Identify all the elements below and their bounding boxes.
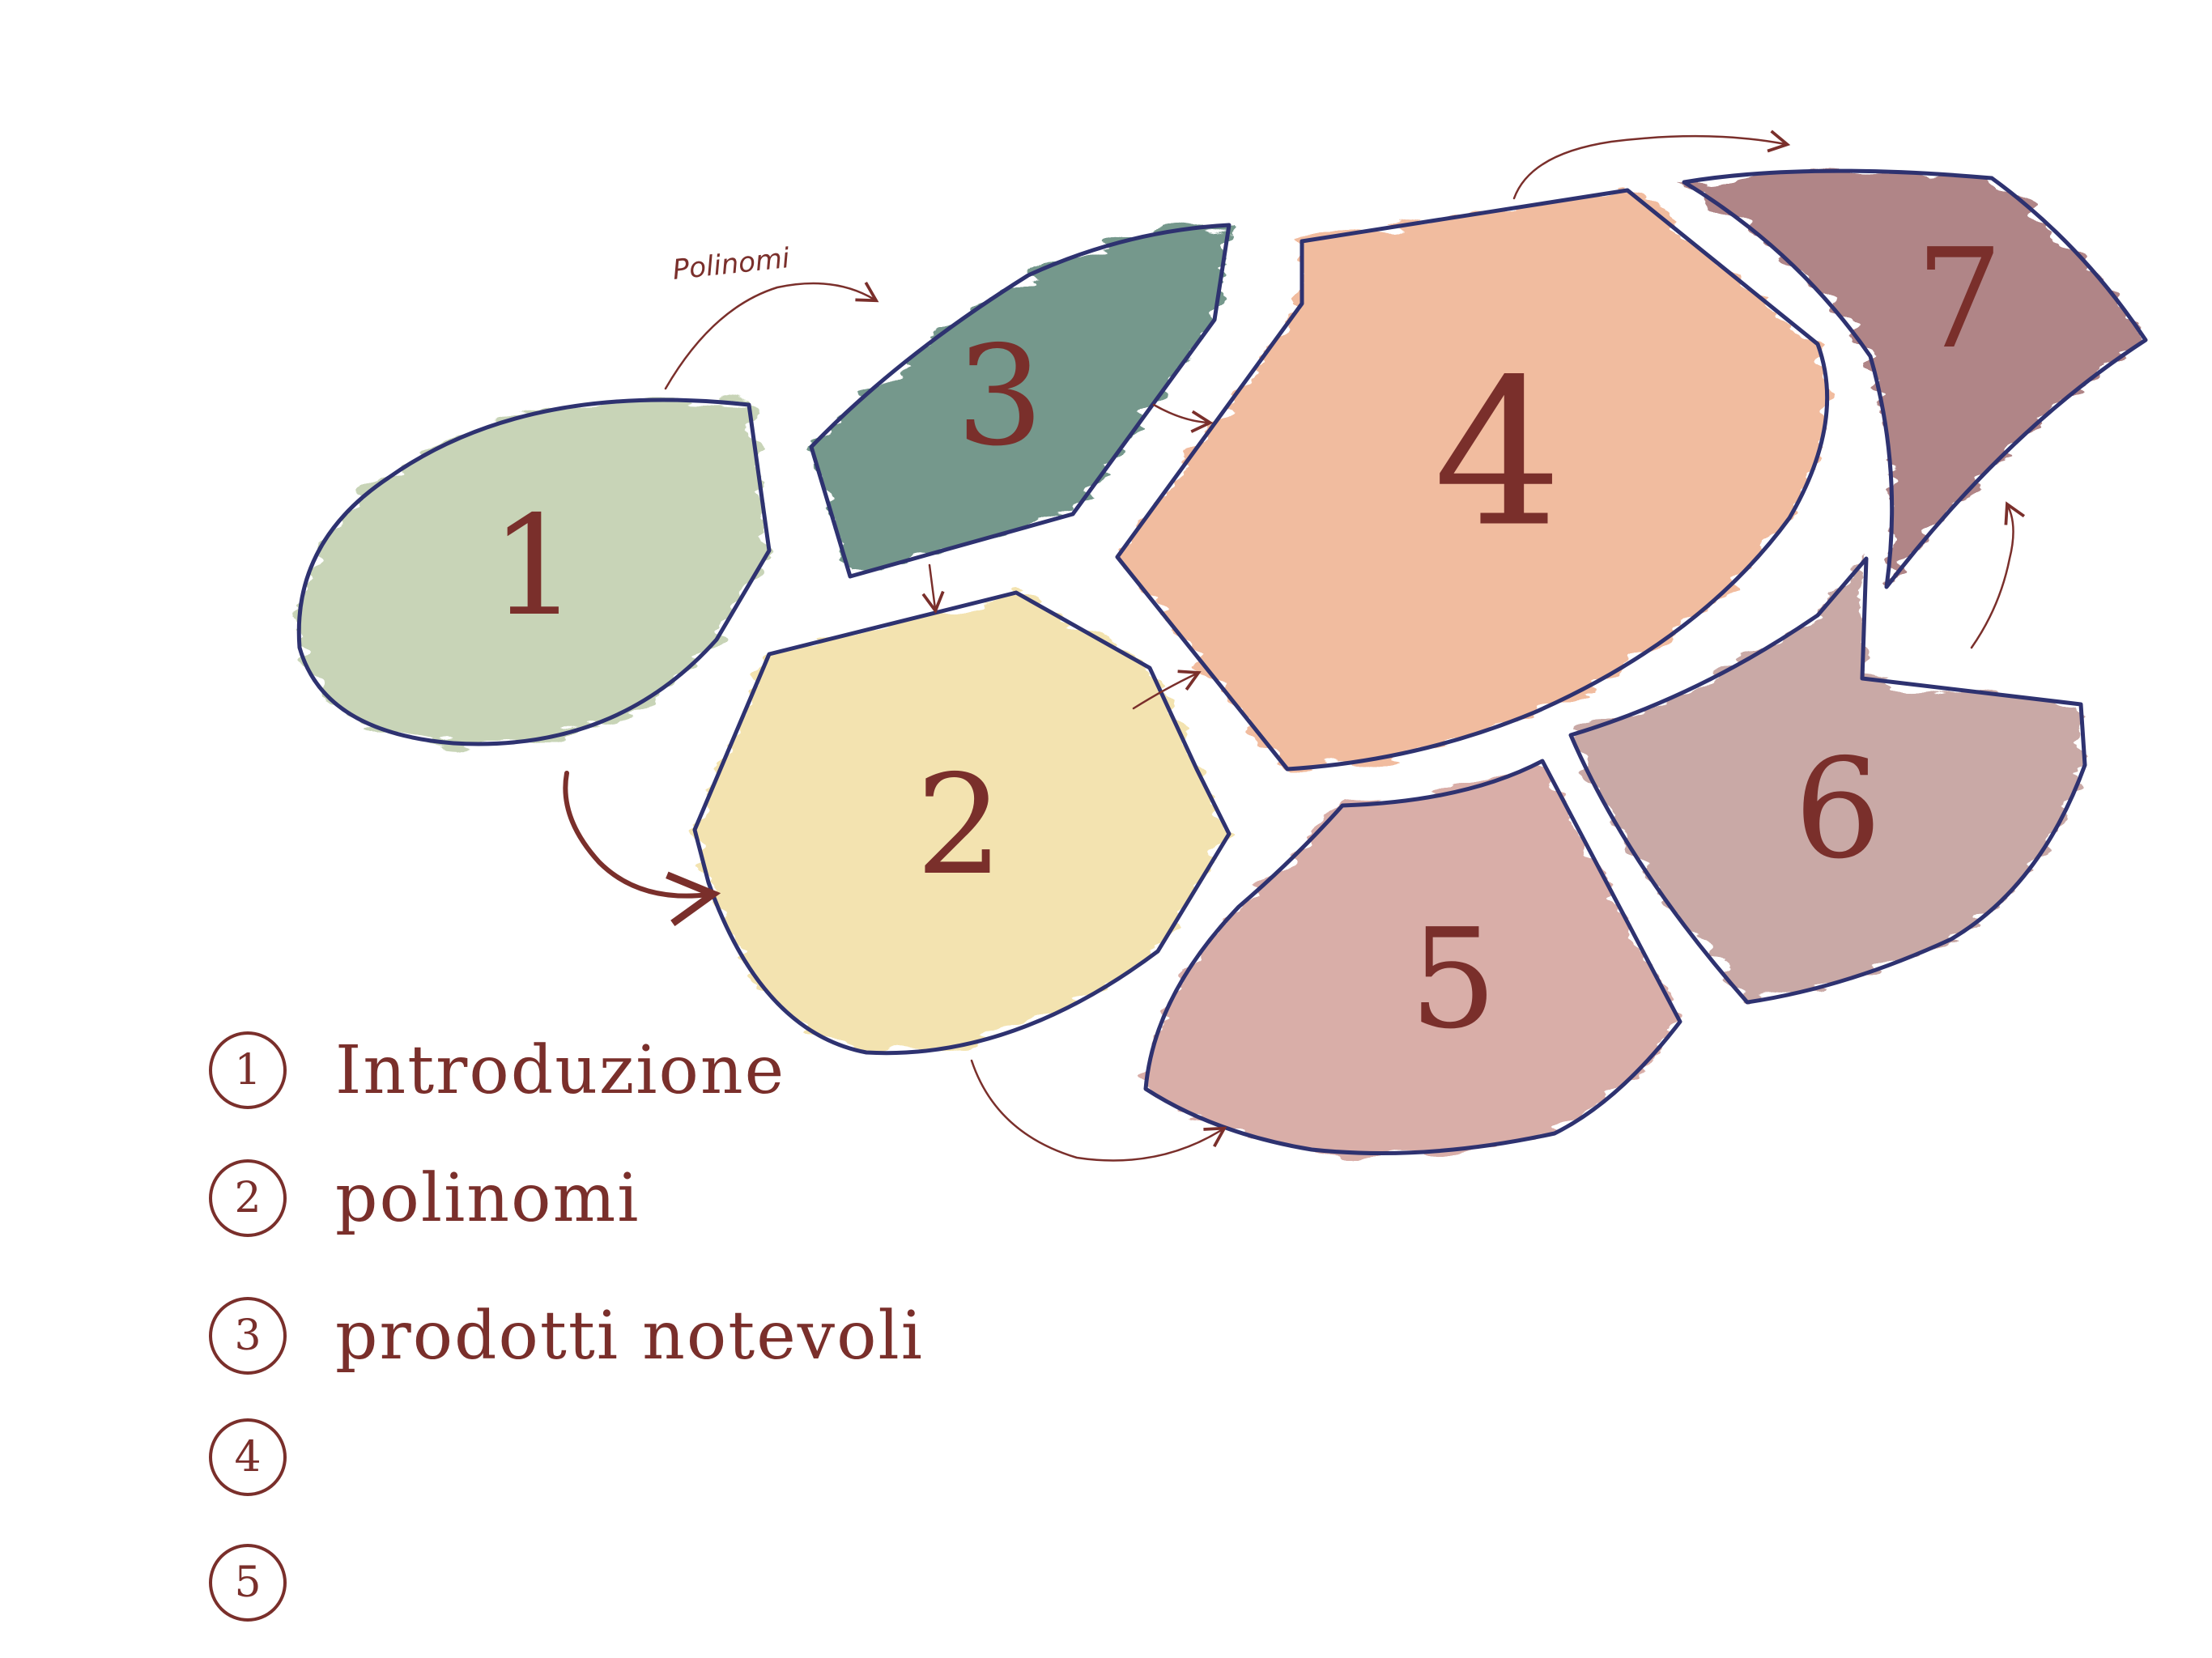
block-7[interactable]: 7 xyxy=(1682,168,2148,589)
legend-text-3: prodotti notevoli xyxy=(335,1297,924,1375)
arrow-2-to-4 xyxy=(1132,670,1202,710)
block-1-label: 1 xyxy=(491,487,578,647)
block-6-outline xyxy=(1568,556,2087,1005)
legend-item-1: 1 Introduzione xyxy=(209,1022,785,1119)
arrow-3-to-4 xyxy=(1152,403,1214,433)
legend-badge-2: 2 xyxy=(209,1159,287,1237)
legend-item-2: 2 polinomi xyxy=(209,1150,640,1247)
legend-badge-1: 1 xyxy=(209,1031,287,1109)
block-5-outline xyxy=(1143,759,1682,1155)
block-7-label: 7 xyxy=(1916,219,2003,380)
block-5[interactable]: 5 xyxy=(1143,759,1682,1155)
legend-text-1: Introduzione xyxy=(335,1031,786,1109)
block-7-outline xyxy=(1682,168,2148,589)
block-3-outline xyxy=(809,223,1231,579)
block-2-label: 2 xyxy=(916,746,1003,906)
block-6[interactable]: 6 xyxy=(1568,556,2087,1005)
legend-badge-3: 3 xyxy=(209,1297,287,1375)
block-2-outline xyxy=(692,590,1231,1056)
legend-text-2: polinomi xyxy=(335,1159,640,1237)
block-1-fill xyxy=(299,400,769,744)
block-2-fill xyxy=(695,593,1229,1053)
block-4-outline xyxy=(1115,188,1830,772)
block-1[interactable]: 1 xyxy=(296,397,772,746)
arrow-6-to-7 xyxy=(1970,501,2026,649)
legend-item-3: 3 prodotti notevoli xyxy=(209,1287,924,1384)
block-4-fill xyxy=(1117,190,1827,769)
block-1-outline xyxy=(296,397,772,746)
block-2[interactable]: 2 xyxy=(692,590,1231,1056)
block-7-fill xyxy=(1684,171,2146,588)
arrow-4-to-7 xyxy=(1512,130,1791,200)
block-6-label: 6 xyxy=(1794,729,1882,890)
block-3-label: 3 xyxy=(956,317,1044,477)
legend-item-5: 5 xyxy=(209,1534,335,1631)
block-6-fill xyxy=(1571,559,2085,1002)
arrow-1-to-2 xyxy=(563,771,721,927)
block-3-fill xyxy=(811,225,1229,576)
block-3[interactable]: 3 xyxy=(809,223,1231,579)
block-4[interactable]: 4 xyxy=(1115,188,1830,772)
block-5-fill xyxy=(1146,761,1680,1154)
legend-badge-4: 4 xyxy=(209,1418,287,1496)
annotation-polinomi: Polinomi xyxy=(671,242,792,287)
legend-badge-5: 5 xyxy=(209,1544,287,1622)
block-5-label: 5 xyxy=(1410,899,1497,1060)
arrow-3-to-2 xyxy=(921,563,945,614)
arrow-1-to-3 xyxy=(664,282,879,390)
block-4-label: 4 xyxy=(1433,336,1562,572)
legend-item-4: 4 xyxy=(209,1409,335,1506)
arrow-2-to-5 xyxy=(970,1059,1227,1162)
